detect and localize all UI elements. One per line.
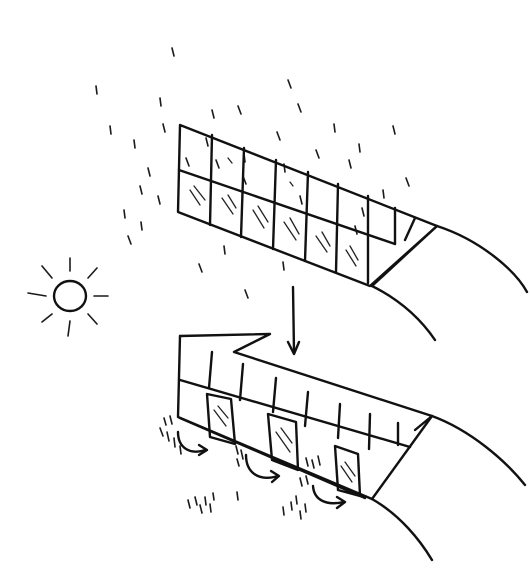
rain-drop xyxy=(238,106,241,114)
rain-drop xyxy=(124,210,125,218)
rain-drop xyxy=(362,208,364,216)
rain-drops xyxy=(96,48,409,298)
rain-drop xyxy=(134,140,135,148)
rain-drop xyxy=(300,196,302,204)
hill-slope xyxy=(372,499,432,560)
closed-facade xyxy=(178,125,437,286)
rain-drop xyxy=(383,190,384,198)
rain-drop xyxy=(160,98,161,106)
down-arrow-icon xyxy=(288,287,299,354)
rain-drop xyxy=(316,150,319,158)
hill-slope xyxy=(437,226,527,292)
rain-drop xyxy=(216,160,219,168)
open-louvres xyxy=(178,334,432,499)
rain-drop xyxy=(298,104,301,112)
rain-drop xyxy=(128,236,131,244)
rain-drop xyxy=(288,80,291,88)
airflow-arrows xyxy=(160,416,345,519)
rain-drop xyxy=(110,126,111,134)
rain-drop xyxy=(393,126,395,134)
rain-drop xyxy=(349,160,351,168)
rain-drop xyxy=(334,124,335,132)
rain-drop xyxy=(186,158,189,166)
hill-slope xyxy=(372,286,435,340)
rain-drop xyxy=(172,48,174,56)
sun-icon xyxy=(28,258,108,336)
rain-drop xyxy=(283,262,284,270)
rain-drop xyxy=(199,264,202,272)
rain-drop xyxy=(158,196,160,204)
rain-drop xyxy=(148,168,150,176)
rain-drop xyxy=(163,124,165,132)
rain-drop xyxy=(277,132,280,140)
rain-drop xyxy=(141,222,142,230)
rain-drop xyxy=(212,110,214,118)
rain-drop xyxy=(96,86,97,94)
rain-drop xyxy=(406,178,409,186)
rain-drop xyxy=(359,144,360,152)
rain-drop xyxy=(140,186,142,194)
hill-slope xyxy=(432,416,525,485)
rain-drop xyxy=(224,246,225,254)
rain-drop xyxy=(245,290,248,298)
rain-drop xyxy=(206,138,208,146)
